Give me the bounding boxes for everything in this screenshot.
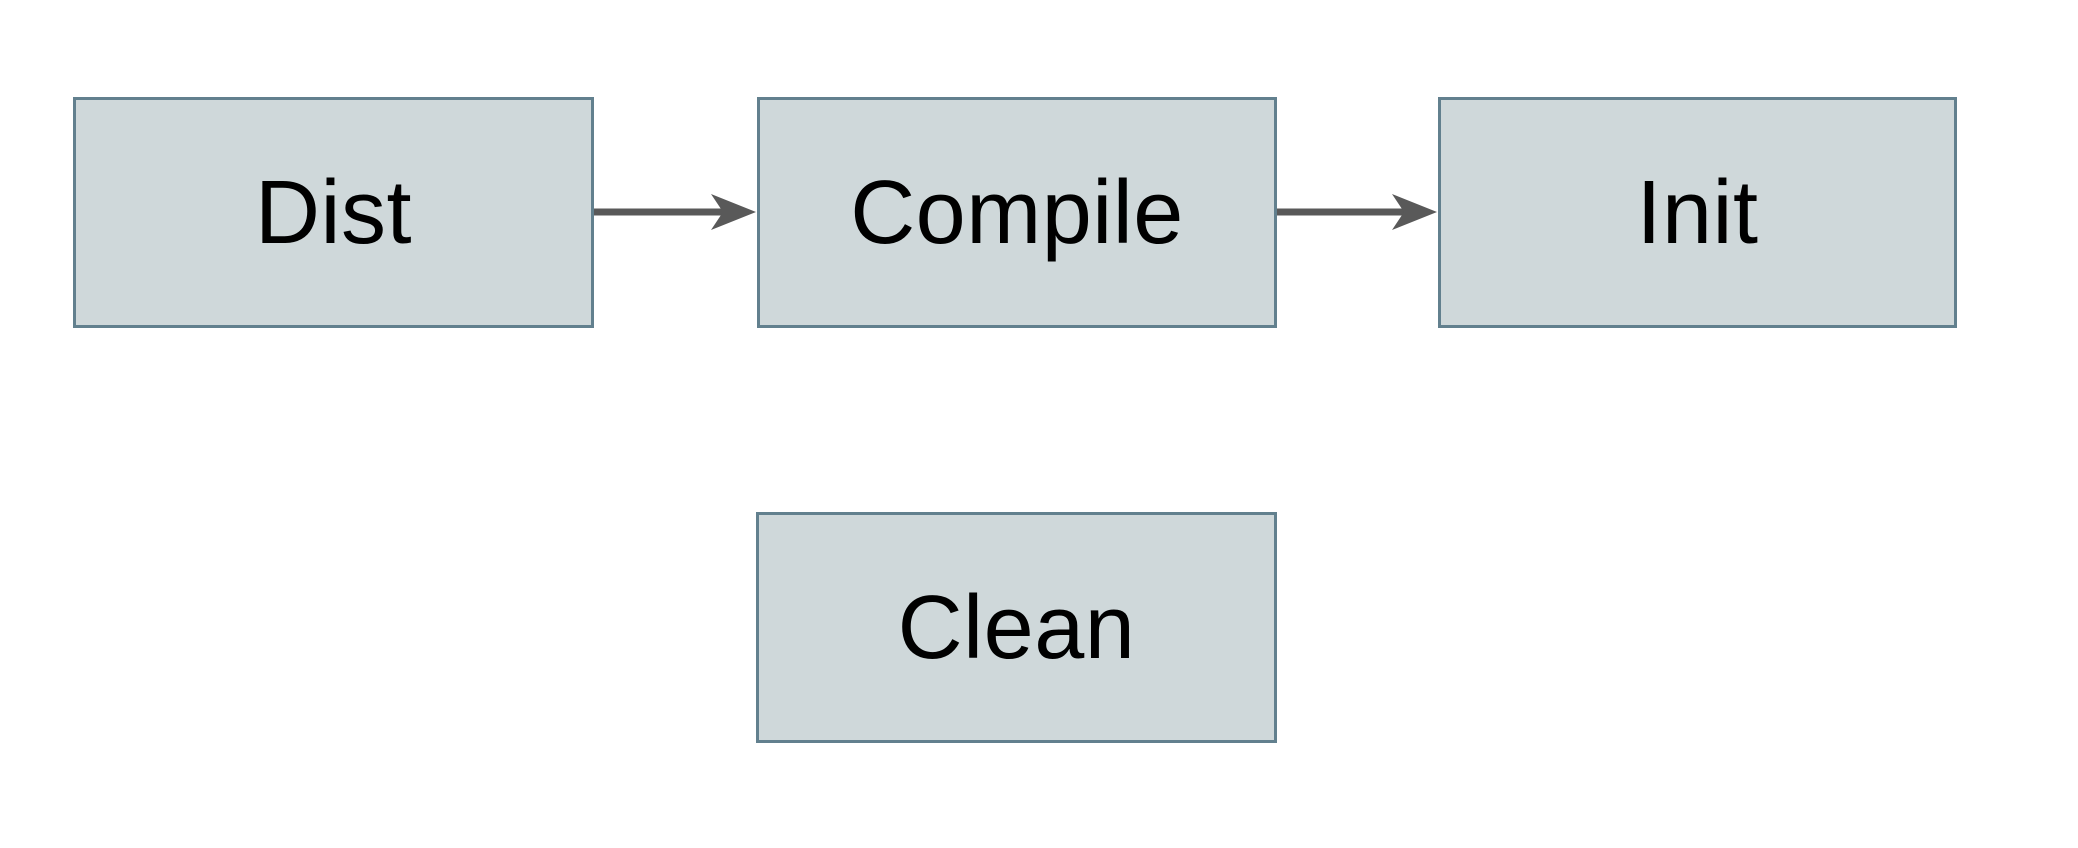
node-init-label: Init [1636, 162, 1759, 263]
node-dist-label: Dist [255, 162, 412, 263]
node-clean-label: Clean [897, 577, 1136, 678]
node-compile: Compile [757, 97, 1277, 328]
node-dist: Dist [73, 97, 594, 328]
node-init: Init [1438, 97, 1957, 328]
node-clean: Clean [756, 512, 1277, 743]
arrow-dist-to-compile [594, 194, 756, 230]
arrow-compile-to-init [1277, 194, 1437, 230]
node-compile-label: Compile [850, 162, 1184, 263]
